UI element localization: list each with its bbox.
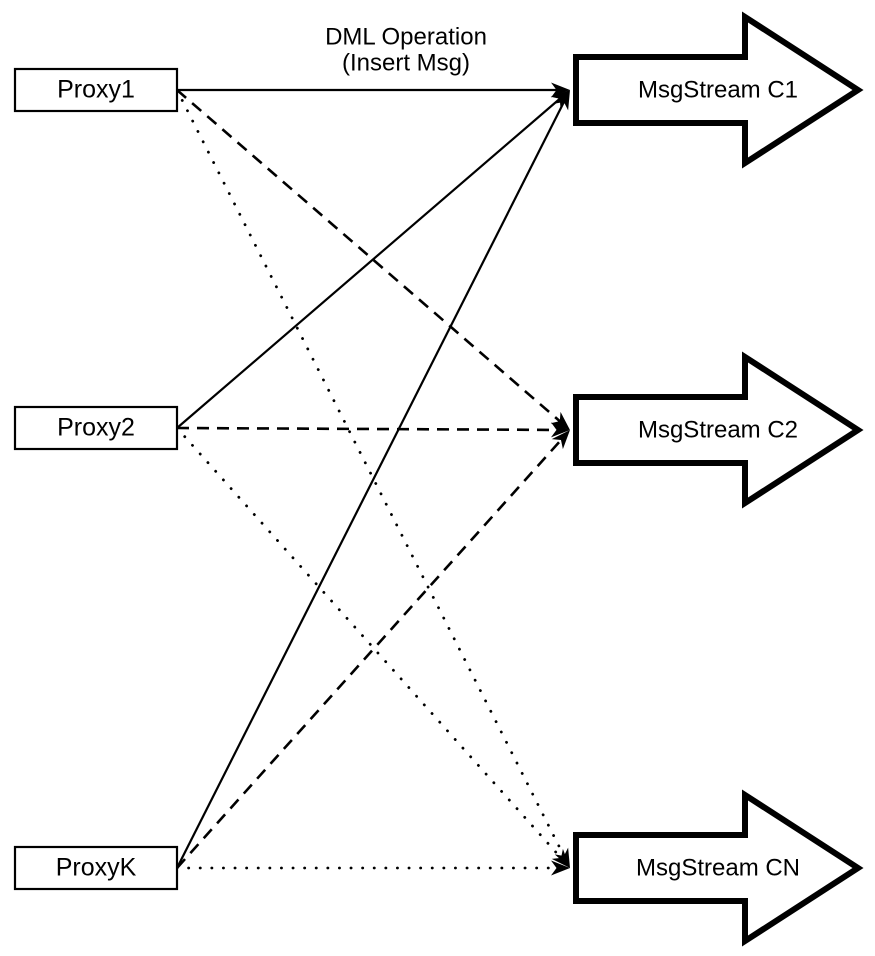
edge-proxy1-to-c2 [176,89,564,425]
proxy-label: Proxy2 [57,414,135,442]
arrowhead-proxy1-to-c2 [550,411,570,430]
caption-line-2: (Insert Msg) [342,49,470,76]
block-arrow-shape [573,789,864,947]
edge-proxy2-to-cn [175,426,565,862]
arrowhead-proxyk-to-cn [551,860,570,876]
block-arrow-shape [573,11,864,169]
arrowhead-proxyk-to-c2 [551,430,570,450]
arrowheads-layer [550,82,570,876]
proxy-label: Proxy1 [57,76,135,104]
proxy-box [13,405,179,451]
proxy-node-proxy2[interactable]: Proxy2 [13,405,179,451]
edges-layer [175,88,567,870]
proxy-box [13,67,179,113]
block-arrow-shape [573,351,864,509]
msgstream-label: MsgStream C1 [638,76,798,103]
edge-proxyk-to-c2 [176,436,565,869]
caption-line-1: DML Operation [325,23,487,50]
dml-operation-caption: DML Operation (Insert Msg) [325,23,487,76]
edge-proxy2-to-c1 [176,95,564,429]
arrowhead-proxyk-to-c1 [554,90,570,111]
msgstream-label: MsgStream C2 [638,416,798,443]
msgstream-nodes-layer: MsgStream C1 MsgStream C2 MsgStream CN [573,11,864,947]
edge-proxy2-to-c2 [176,426,561,432]
msgstream-node-1[interactable]: MsgStream C1 [573,11,864,169]
arrowhead-proxy2-to-cn [551,848,570,868]
edge-proxy1-to-cn [175,88,567,861]
msgstream-node-3[interactable]: MsgStream CN [573,789,864,947]
msgstream-node-2[interactable]: MsgStream C2 [573,351,864,509]
proxy-node-proxyk[interactable]: ProxyK [13,845,179,891]
msgstream-label: MsgStream CN [636,854,800,881]
arrowhead-proxy1-to-c1 [551,82,570,98]
proxy-node-proxy1[interactable]: Proxy1 [13,67,179,113]
edge-proxyk-to-c1 [176,98,567,869]
proxy-box [13,845,179,891]
arrowhead-proxy2-to-c2 [550,422,570,438]
proxy-label: ProxyK [56,854,137,882]
